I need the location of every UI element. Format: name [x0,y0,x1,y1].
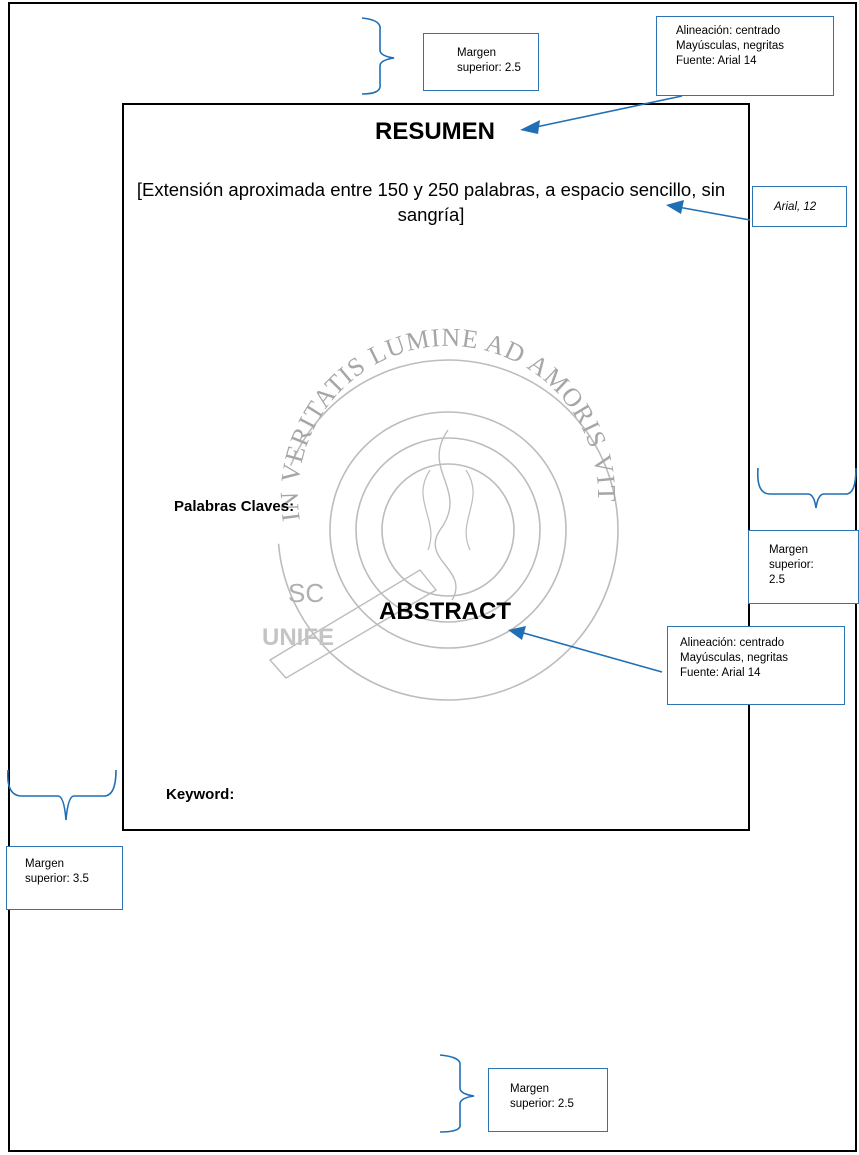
bottom-margin-brace [439,1054,475,1133]
callout-line: Margen [510,1083,549,1095]
page-outline [122,103,750,831]
abstract-arrow [519,631,663,673]
bottom-margin-callout: Margen superior: 2.5 [488,1068,608,1132]
callout-line: Margen [769,544,808,556]
body-font-callout: Arial, 12 [752,186,847,227]
callout-line: superior: 2.5 [457,61,521,74]
title-format-callout: Alineación: centrado Mayúsculas, negrita… [656,16,834,96]
right-margin-callout: Margen superior: 2.5 [748,530,859,604]
watermark-name: UNIFE [262,624,334,651]
title-arrow [535,95,683,128]
top-margin-brace [361,17,395,95]
callout-line: Arial, 12 [774,201,817,213]
body-arrow [677,206,751,221]
keywords-label: Palabras Claves: [174,498,295,515]
left-margin-brace [6,769,117,821]
watermark-initials: SC [288,578,324,608]
abstract-format-callout: Alineación: centrado Mayúsculas, negrita… [667,626,845,705]
keyword-label: Keyword: [166,786,235,803]
callout-line: Alineación: centrado [680,637,785,649]
callout-line: Fuente: Arial 14 [680,666,761,679]
callout-line: Mayúsculas, negritas [680,651,789,664]
abstract-title: ABSTRACT [379,598,511,625]
callout-line: Margen [25,858,64,870]
callout-line: Alineación: centrado [676,25,781,37]
left-margin-callout: Margen superior: 3.5 [6,846,123,910]
top-margin-callout: Margen superior: 2.5 [423,33,539,91]
page-title: RESUMEN [374,118,495,145]
callout-line: superior: 2.5 [510,1097,574,1110]
callout-line: Margen [457,47,496,59]
callout-line: Fuente: Arial 14 [676,54,757,67]
callout-line: Mayúsculas, negritas [676,39,785,52]
callout-line: superior: [769,558,814,571]
callout-line: 2.5 [769,573,785,586]
placeholder-text: [Extensión aproximada entre 150 y 250 pa… [136,179,726,225]
callout-line: superior: 3.5 [25,872,89,885]
right-margin-brace [756,467,857,509]
